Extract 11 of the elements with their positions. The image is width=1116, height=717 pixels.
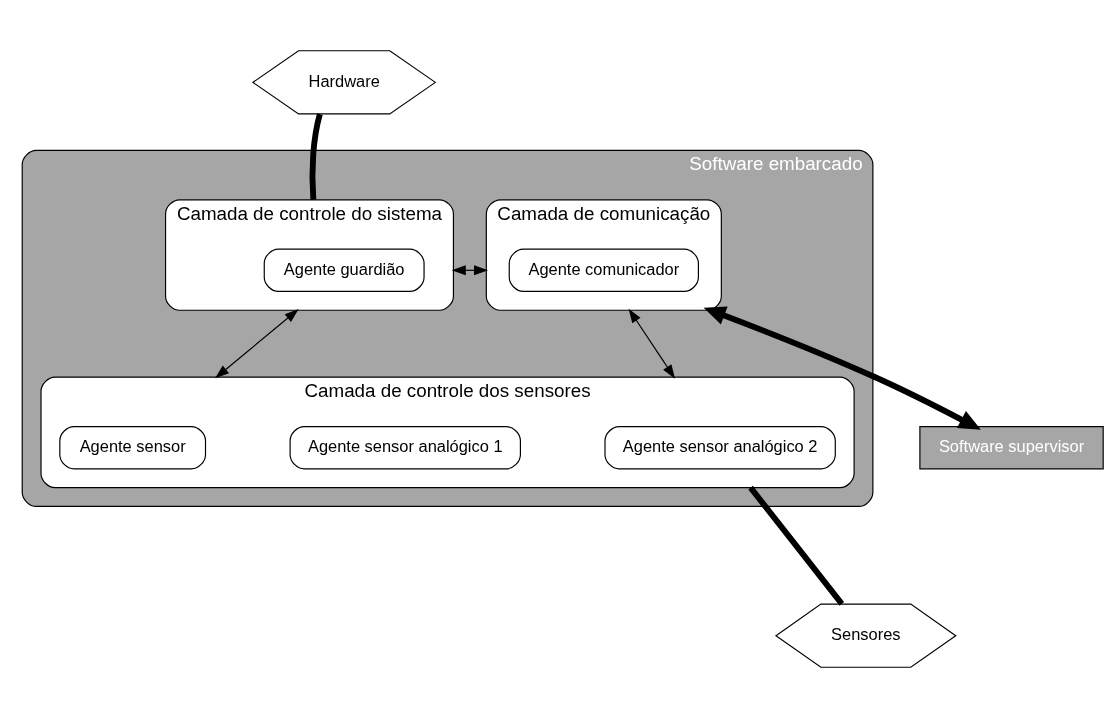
node-box: Agente sensor	[59, 425, 207, 469]
node-box: Agente sensor analógico 1	[289, 425, 521, 469]
arrow	[215, 308, 299, 378]
node-box: Agente guardião	[263, 248, 425, 292]
arrow	[703, 305, 981, 430]
node-box: Software supervisor	[919, 425, 1104, 469]
arrow	[451, 264, 489, 275]
node-box: Agente sensor analógico 2	[604, 425, 836, 469]
node-box: Agente comunicador	[508, 248, 699, 292]
connector	[309, 112, 323, 200]
arrow	[628, 308, 676, 379]
